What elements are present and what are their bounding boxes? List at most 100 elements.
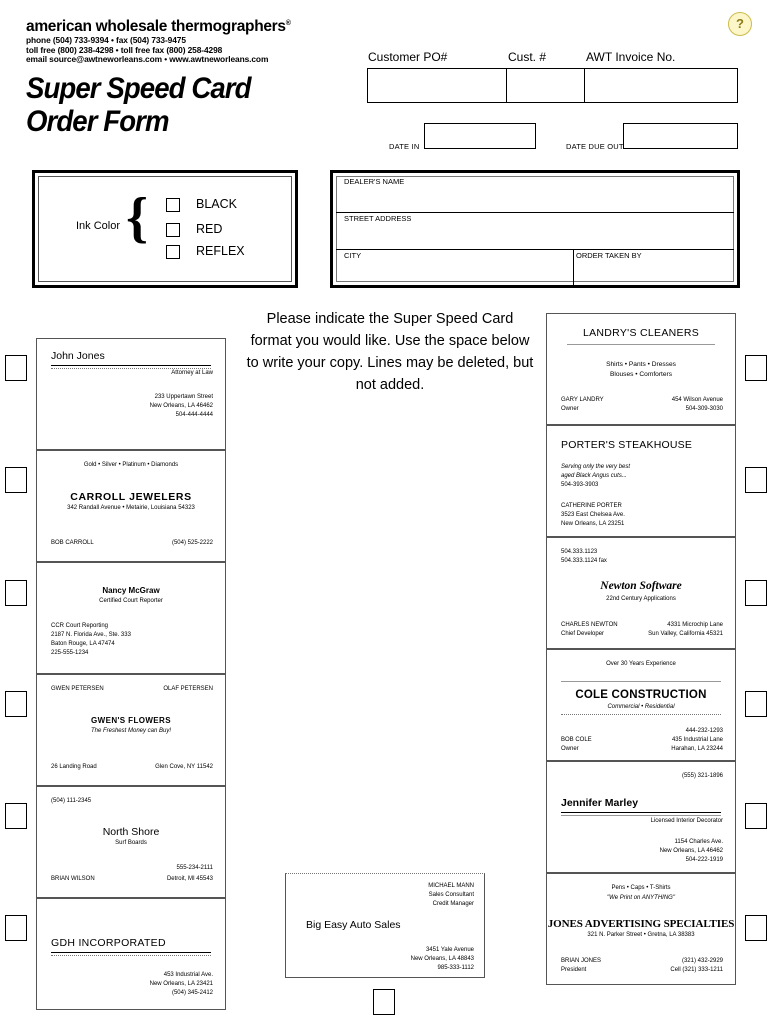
north-shore-subtitle: Surf Boards [115,840,147,846]
ink-checkbox-red[interactable] [166,223,180,237]
select-box-cole[interactable] [745,691,767,717]
awt-invoice-input[interactable] [584,68,738,103]
landrys-contact: GARY LANDRY [561,397,604,403]
order-taken-by-label: ORDER TAKEN BY [576,251,642,260]
card-porters-steakhouse[interactable]: PORTER'S STEAKHOUSE Serving only the ver… [546,425,736,537]
john-jones-address2: New Orleans, LA 46462 [149,403,213,409]
cust-num-input[interactable] [506,68,585,103]
ink-checkbox-reflex[interactable] [166,245,180,259]
card-carroll-jewelers[interactable]: Gold • Silver • Platinum • Diamonds CARR… [36,450,226,562]
select-box-landrys[interactable] [745,355,767,381]
ink-color-panel [32,170,298,288]
cole-phone: 444-232-1293 [685,728,723,734]
date-in-label: DATE IN [389,142,420,151]
nancy-address2: Baton Rouge, LA 47474 [51,641,115,647]
card-newton-software[interactable]: 504.333.1123 504.333.1124 fax Newton Sof… [546,537,736,649]
big-easy-name: Big Easy Auto Sales [306,919,401,931]
dealer-name-row[interactable] [336,176,734,213]
card-landrys-cleaners[interactable]: LANDRY'S CLEANERS Shirts • Pants • Dress… [546,313,736,425]
help-icon[interactable]: ? [728,12,752,36]
gwens-address-right: Glen Cove, NY 11542 [155,764,213,770]
cust-num-label: Cust. # [508,50,547,64]
nancy-company: CCR Court Reporting [51,623,109,629]
company-name-text: american wholesale thermographers [26,18,286,35]
jones-cell: Cell (321) 333-1211 [670,967,723,973]
jennifer-title: Licensed Interior Decorator [650,818,723,824]
jones-phone: (321) 432-2929 [681,958,723,964]
jennifer-rule-thin [561,815,721,816]
jones-address: 321 N. Parker Street • Gretna, LA 38383 [587,932,695,938]
select-box-porters[interactable] [745,467,767,493]
date-in-input[interactable] [424,123,536,149]
select-box-newton[interactable] [745,580,767,606]
select-box-north-shore[interactable] [5,803,27,829]
select-box-nancy-mcgraw[interactable] [5,580,27,606]
ink-checkbox-black[interactable] [166,198,180,212]
company-name: american wholesale thermographers® [26,18,291,36]
newton-fax: 504.333.1124 fax [561,558,607,564]
card-big-easy-auto-sales[interactable]: MICHAEL MANN Sales Consultant Credit Man… [285,873,485,978]
card-john-jones[interactable]: John Jones Attorney at Law 233 Uppertawn… [36,338,226,450]
nancy-address1: 2187 N. Florida Ave., Ste. 333 [51,632,131,638]
john-jones-rule-dotted [51,368,211,369]
jones-contact-title: President [561,967,587,973]
jones-products: Pens • Caps • T-Shirts [611,885,671,891]
select-box-jones-advertising[interactable] [745,915,767,941]
select-box-big-easy[interactable] [373,989,395,1015]
dealer-row-divider [573,250,574,285]
card-gwens-flowers[interactable]: GWEN PETERSEN OLAF PETERSEN GWEN'S FLOWE… [36,674,226,786]
registered-mark: ® [285,19,291,27]
card-jennifer-marley[interactable]: (555) 321-1896 Jennifer Marley Licensed … [546,761,736,873]
north-shore-phone-top: (504) 111-2345 [51,798,92,804]
big-easy-address1: 3451 Yale Avenue [425,947,474,953]
dealer-street-row[interactable] [336,213,734,250]
gdh-rule [51,952,211,953]
dealer-name-label: DEALER'S NAME [344,177,405,186]
select-box-jennifer-marley[interactable] [745,803,767,829]
company-email-line: email source@awtneworleans.com • www.awt… [26,54,269,65]
john-jones-address1: 233 Uppertawn Street [154,394,213,400]
select-box-john-jones[interactable] [5,355,27,381]
company-contact-block: phone (504) 733-9394 • fax (504) 733-947… [26,35,269,65]
gwens-address-left: 26 Landing Road [51,764,97,770]
page-title-line2: Order Form [26,105,170,138]
card-nancy-mcgraw[interactable]: Nancy McGraw Certified Court Reporter CC… [36,562,226,674]
card-north-shore[interactable]: (504) 111-2345 North Shore Surf Boards 5… [36,786,226,898]
carroll-name: CARROLL JEWELERS [70,491,192,503]
date-due-out-input[interactable] [623,123,738,149]
jones-contact: BRIAN JONES [561,958,602,964]
landrys-address: 454 Wilson Avenue [671,397,723,403]
newton-contact: CHARLES NEWTON [561,622,618,628]
nancy-phone: 225-555-1234 [51,650,89,656]
north-shore-phone: 555-234-2111 [176,865,213,871]
cole-subtitle: Commercial • Residential [607,704,675,710]
carroll-contact: BOB CARROLL [51,540,94,546]
north-shore-contact: BRIAN WILSON [51,876,95,882]
select-box-gwens-flowers[interactable] [5,691,27,717]
ink-color-panel-inner [38,176,292,282]
jennifer-name: Jennifer Marley [561,797,639,809]
gdh-phone: (504) 345-2412 [171,990,213,996]
jones-tagline: "We Print on ANYTHING" [607,895,675,901]
gdh-rule-dotted [51,955,211,956]
company-phone-line: phone (504) 733-9394 • fax (504) 733-947… [26,35,186,45]
card-gdh[interactable]: GDH INCORPORATED 453 Industrial Ave. New… [36,898,226,1010]
customer-po-input[interactable] [367,68,507,103]
select-box-carroll-jewelers[interactable] [5,467,27,493]
dealer-city-row[interactable] [336,250,734,285]
cole-contact-title: Owner [561,746,579,752]
jennifer-phone: 504-222-1919 [685,857,723,863]
cole-tagline: Over 30 Years Experience [606,661,676,667]
card-jones-advertising[interactable]: Pens • Caps • T-Shirts "We Print on ANYT… [546,873,736,985]
big-easy-contact-title1: Sales Consultant [428,892,474,898]
landrys-phone: 504-309-3030 [685,406,723,412]
newton-name: Newton Software [600,580,682,592]
carroll-tagline: Gold • Silver • Platinum • Diamonds [83,462,179,468]
nancy-name: Nancy McGraw [102,586,160,595]
carroll-address: 342 Randall Avenue • Metairie, Louisiana… [67,505,195,511]
select-box-gdh[interactable] [5,915,27,941]
big-easy-contact-name: MICHAEL MANN [428,883,474,889]
card-cole-construction[interactable]: Over 30 Years Experience COLE CONSTRUCTI… [546,649,736,761]
john-jones-phone: 504-444-4444 [175,412,213,418]
instructions-text: Please indicate the Super Speed Card for… [246,311,534,393]
